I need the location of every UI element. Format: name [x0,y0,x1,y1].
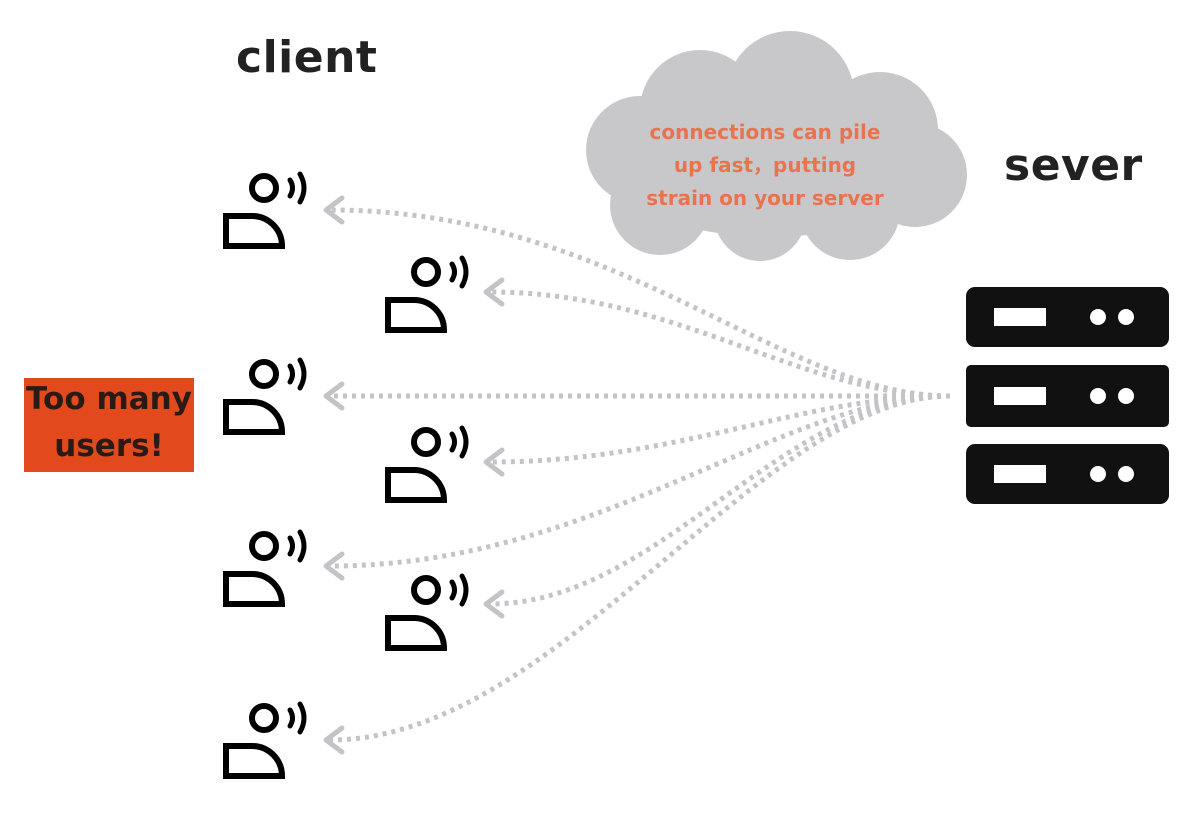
connection-line [329,207,951,399]
user-with-signal-icon [226,704,304,776]
connection-line [329,393,951,569]
alert-badge-line: Too many [26,381,192,417]
arrow-head-icon [483,447,505,477]
user-with-signal-icon [226,532,304,604]
user-with-signal-icon [226,360,304,432]
connection-line [489,393,951,465]
server-label: sever [1004,140,1143,191]
cloud-note-line: strain on your server [646,186,884,210]
alert-badge-line: users! [54,428,164,464]
arrow-head-icon [323,551,345,581]
connections [329,207,951,743]
connection-line [489,289,951,399]
server-rack-icon [966,287,1169,504]
cloud-note-line: connections can pile [649,120,881,144]
arrow-head-icon [323,381,345,411]
connection-line [489,393,951,607]
cloud-note-line: up fast，putting [673,153,857,177]
arrow-head-icon [483,277,505,307]
alert-badge-text: Too many users! [24,376,194,470]
connection-line [329,393,951,743]
arrow-head-icon [323,725,345,755]
alert-badge [24,378,194,472]
user-with-signal-icon [388,576,466,648]
cloud-note: connections can pile up fast，putting str… [630,116,900,215]
user-with-signal-icon [226,174,304,246]
arrow-heads [323,195,505,755]
client-label: client [236,32,378,83]
cloud-shape [586,31,967,261]
client-users [226,174,466,776]
arrow-head-icon [323,195,345,225]
arrow-head-icon [483,589,505,619]
user-with-signal-icon [388,428,466,500]
user-with-signal-icon [388,258,466,330]
